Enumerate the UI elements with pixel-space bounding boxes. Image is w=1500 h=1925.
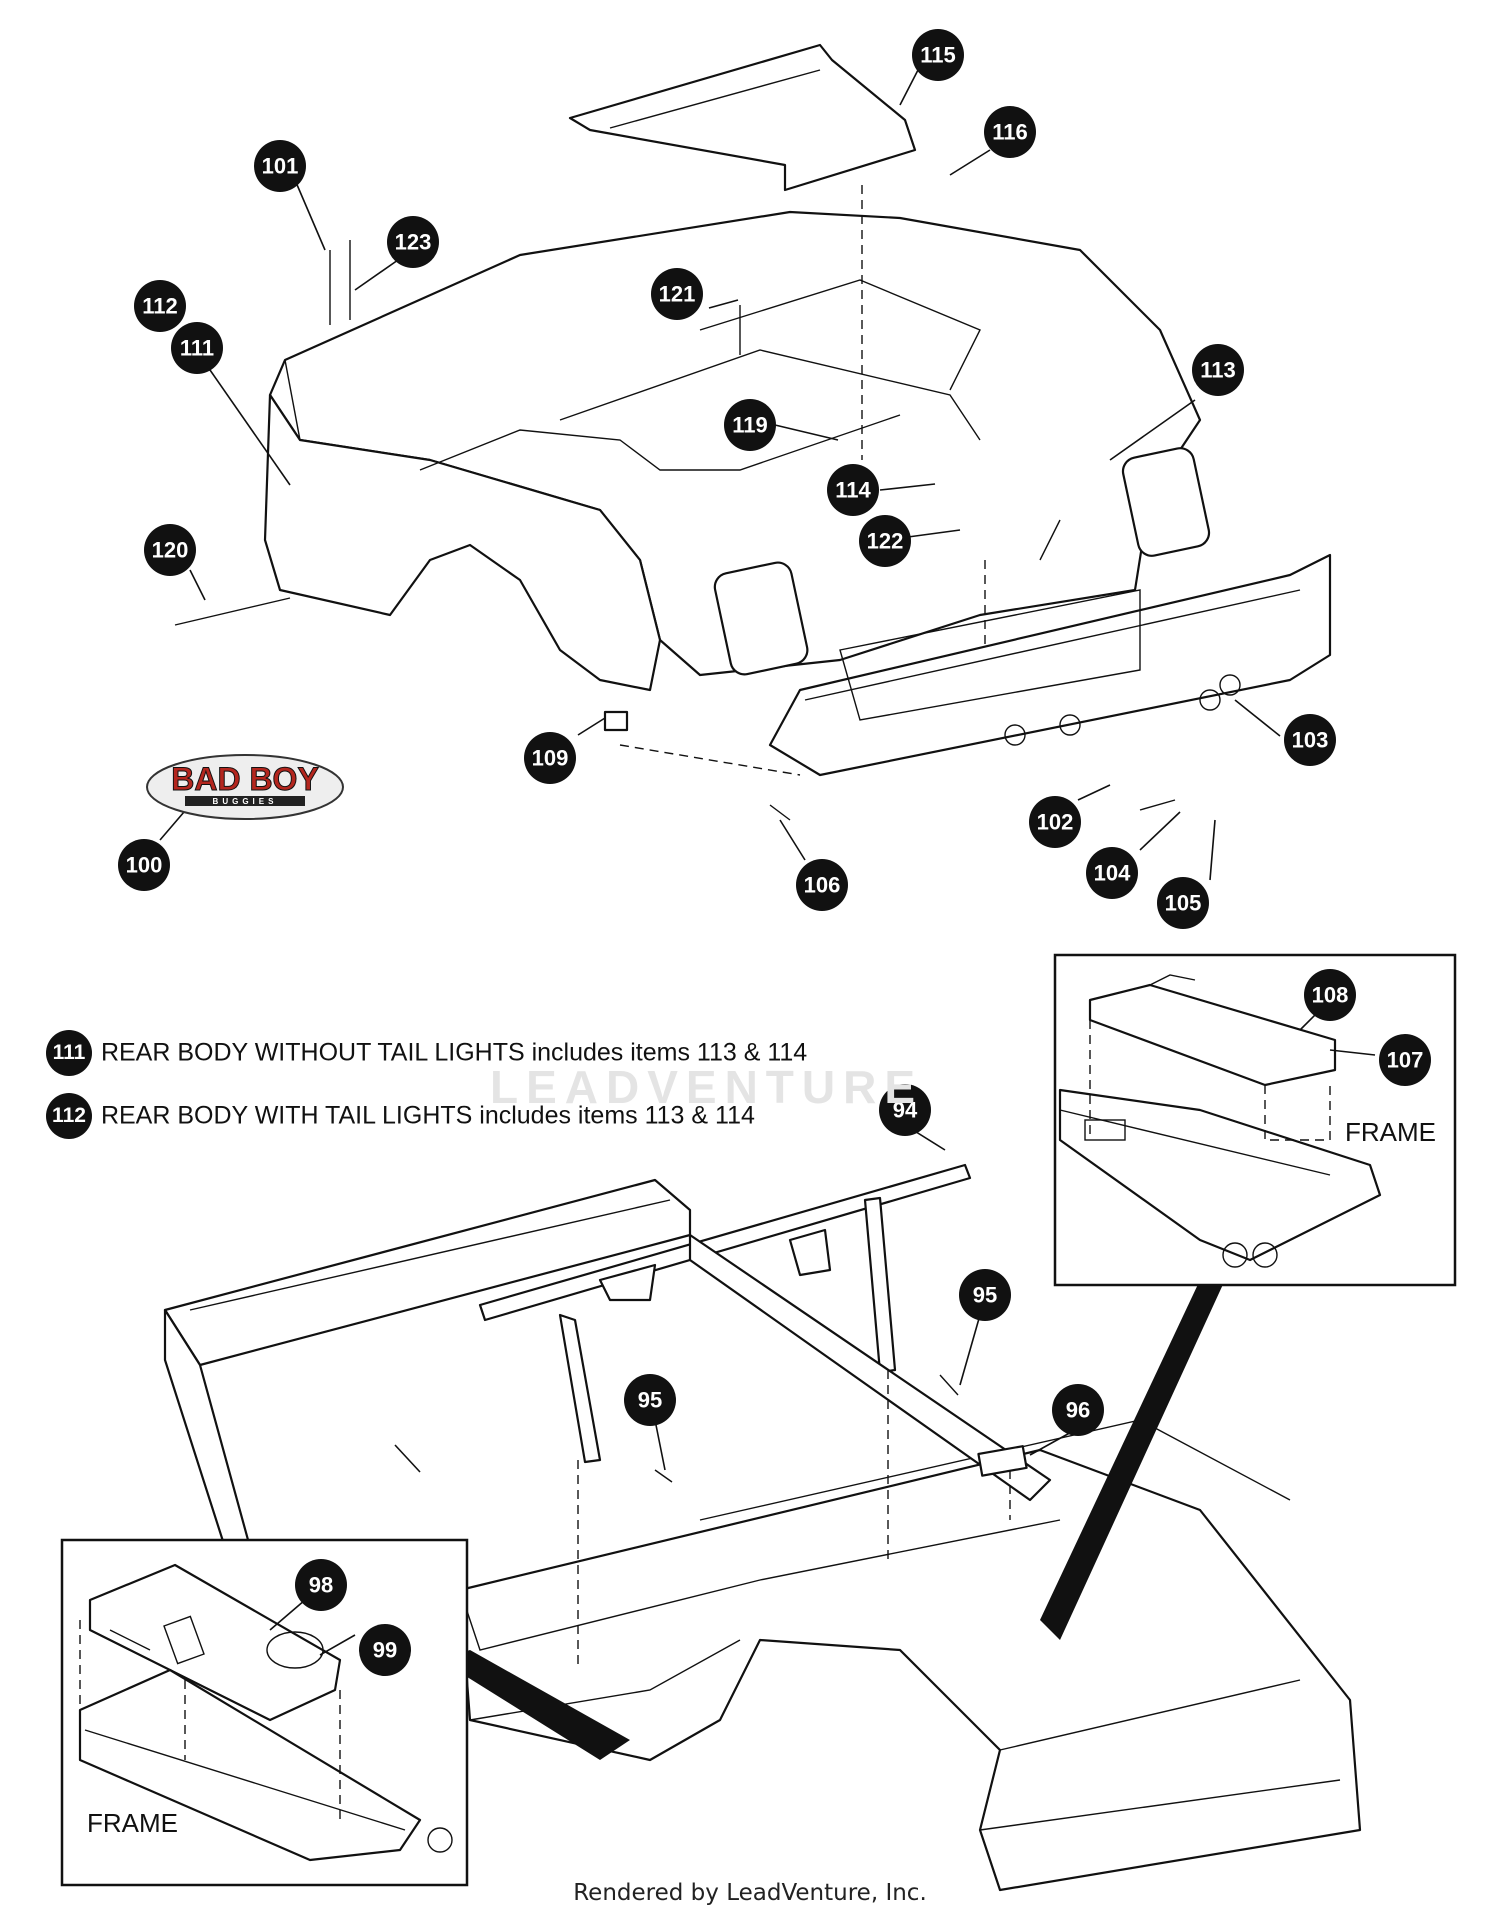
note-text: REAR BODY WITHOUT TAIL LIGHTS includes i… — [100, 1038, 808, 1067]
callout-103: 103 — [1284, 714, 1336, 766]
callouts: 115 116 101 123 112 111 121 113 119 114 … — [118, 29, 1431, 1676]
svg-text:116: 116 — [992, 120, 1028, 145]
callout-120: 120 — [144, 524, 196, 576]
callout-94: 94 — [879, 1084, 931, 1136]
svg-text:94: 94 — [893, 1098, 918, 1123]
note-111: 111 REAR BODY WITHOUT TAIL LIGHTS includ… — [46, 1030, 807, 1076]
callout-106: 106 — [796, 859, 848, 911]
svg-text:BAD BOY: BAD BOY — [171, 761, 319, 797]
callout-95: 95 — [959, 1269, 1011, 1321]
callout-108: 108 — [1304, 969, 1356, 1021]
svg-text:102: 102 — [1037, 810, 1074, 835]
callout-101: 101 — [254, 140, 306, 192]
svg-text:119: 119 — [732, 413, 768, 438]
svg-text:112: 112 — [142, 294, 178, 319]
svg-text:120: 120 — [152, 538, 189, 563]
svg-text:100: 100 — [126, 853, 163, 878]
watermark: LEADVENTURE — [490, 1061, 924, 1113]
svg-text:106: 106 — [804, 873, 841, 898]
svg-text:101: 101 — [262, 154, 299, 179]
note-number-badge: 111 — [46, 1030, 92, 1076]
svg-text:123: 123 — [395, 230, 432, 255]
svg-text:111: 111 — [180, 336, 214, 361]
battery-tray-inset — [1053, 953, 1457, 1287]
callout-98: 98 — [295, 1559, 347, 1611]
callout-105: 105 — [1157, 877, 1209, 929]
callout-113: 113 — [1192, 344, 1244, 396]
callout-100: 100 — [118, 839, 170, 891]
svg-text:95: 95 — [973, 1283, 997, 1308]
callout-122: 122 — [859, 515, 911, 567]
svg-text:107: 107 — [1387, 1048, 1424, 1073]
frame-label-upper: FRAME — [1345, 1117, 1436, 1147]
svg-text:108: 108 — [1312, 983, 1349, 1008]
note-number-badge: 112 — [46, 1093, 92, 1139]
svg-text:104: 104 — [1094, 861, 1131, 886]
callout-112: 112 — [134, 280, 186, 332]
svg-text:BUGGIES: BUGGIES — [213, 797, 278, 806]
controller-tray-inset — [60, 1538, 469, 1887]
svg-text:96: 96 — [1066, 1398, 1090, 1423]
callout-96: 96 — [1052, 1384, 1104, 1436]
note-text: REAR BODY WITH TAIL LIGHTS includes item… — [100, 1101, 755, 1130]
callout-107: 107 — [1379, 1034, 1431, 1086]
svg-text:114: 114 — [835, 478, 871, 503]
callout-114: 114 — [827, 464, 879, 516]
callout-111: 111 — [171, 322, 223, 374]
callout-102: 102 — [1029, 796, 1081, 848]
callout-99: 99 — [359, 1624, 411, 1676]
bad-boy-buggies-logo: BAD BOY BUGGIES — [146, 754, 344, 820]
callout-123: 123 — [387, 216, 439, 268]
callout-121: 121 — [651, 268, 703, 320]
svg-text:103: 103 — [1292, 728, 1329, 753]
svg-text:105: 105 — [1165, 891, 1202, 916]
callout-119: 119 — [724, 399, 776, 451]
callout-95: 95 — [624, 1374, 676, 1426]
svg-text:122: 122 — [867, 529, 904, 554]
svg-text:99: 99 — [373, 1638, 397, 1663]
footer-credit: Rendered by LeadVenture, Inc. — [573, 1880, 927, 1906]
callout-115: 115 — [912, 29, 964, 81]
svg-text:113: 113 — [1200, 358, 1236, 383]
callout-116: 116 — [984, 106, 1036, 158]
alignment-line — [619, 744, 801, 776]
callout-104: 104 — [1086, 847, 1138, 899]
frame-label-lower: FRAME — [87, 1808, 178, 1838]
svg-text:98: 98 — [309, 1573, 333, 1598]
svg-text:121: 121 — [659, 282, 696, 307]
svg-text:95: 95 — [638, 1388, 662, 1413]
svg-text:109: 109 — [532, 746, 569, 771]
svg-text:115: 115 — [920, 43, 956, 68]
note-112: 112 REAR BODY WITH TAIL LIGHTS includes … — [46, 1093, 755, 1139]
frame-drawing — [163, 1163, 1362, 1892]
callout-109: 109 — [524, 732, 576, 784]
